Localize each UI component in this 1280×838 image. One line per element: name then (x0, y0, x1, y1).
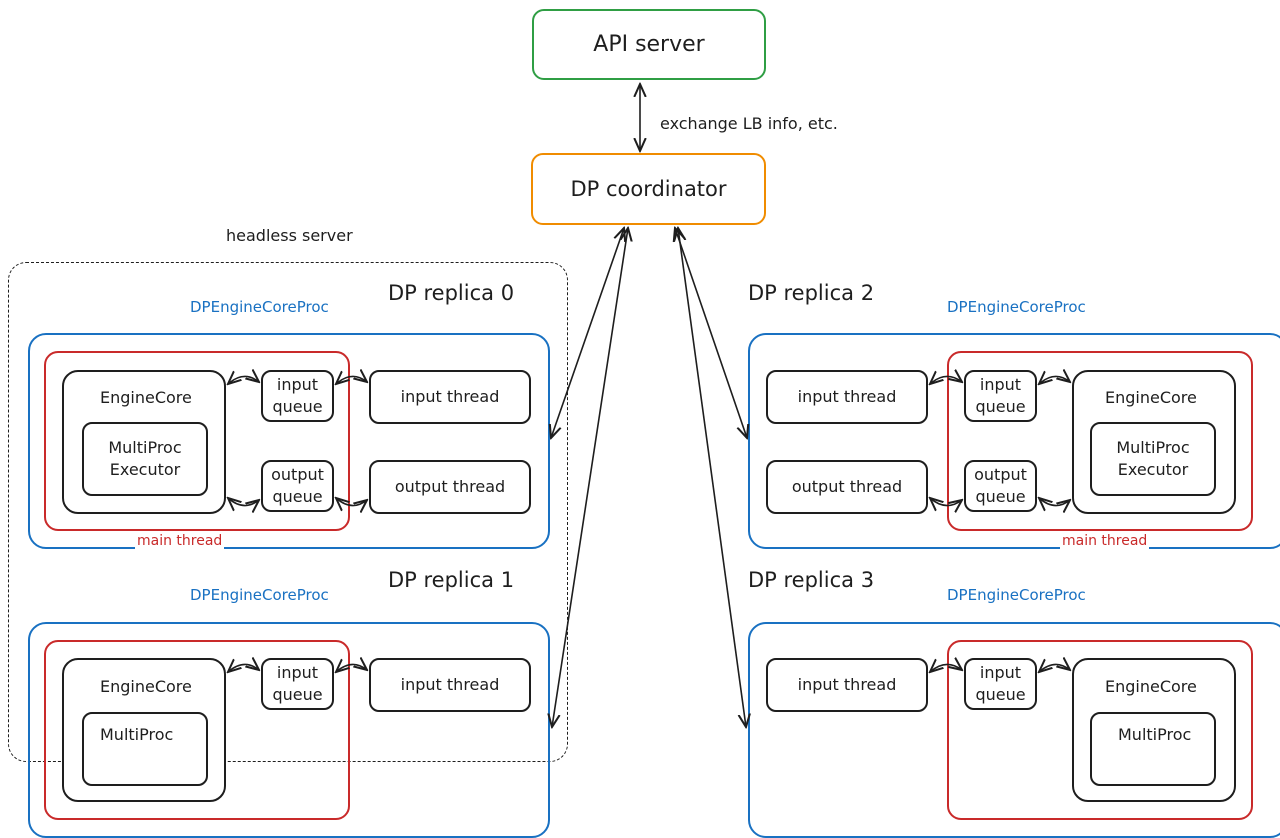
replica-0-proc-label: DPEngineCoreProc (190, 298, 329, 316)
replica-3-proc-label: DPEngineCoreProc (947, 586, 1086, 604)
replica-0-output-thread-label: output thread (394, 477, 506, 496)
replica-3-engine-core-label: EngineCore (1105, 677, 1197, 696)
replica-3-input-queue-l2: queue (975, 685, 1026, 704)
replica-1-input-queue: input queue (261, 658, 334, 710)
replica-0-title: DP replica 0 (388, 281, 515, 305)
dp-coordinator-node: DP coordinator (531, 153, 766, 225)
replica-0-input-thread: input thread (369, 370, 531, 424)
replica-2-main-thread-box (947, 351, 1253, 531)
replica-0-output-queue: output queue (261, 460, 334, 512)
replica-1-proc-label: DPEngineCoreProc (190, 586, 329, 604)
replica-2-main-thread-label: main thread (1060, 533, 1150, 549)
replica-1-title: DP replica 1 (388, 568, 515, 592)
replica-0-executor-l1: MultiProc (108, 438, 182, 457)
replica-0-executor-l2: Executor (109, 460, 181, 479)
replica-1-input-queue-l2: queue (272, 685, 323, 704)
replica-3-input-thread: input thread (766, 658, 928, 712)
api-server-node: API server (532, 9, 766, 80)
coord-replica2-arrow (675, 228, 747, 438)
replica-2-output-thread-label: output thread (791, 477, 903, 496)
replica-2-executor-l2: Executor (1117, 460, 1189, 479)
dp-coordinator-label: DP coordinator (570, 177, 727, 201)
replica-2-proc-label: DPEngineCoreProc (947, 298, 1086, 316)
replica-2-input-queue: input queue (964, 370, 1037, 422)
replica-2-input-queue-l2: queue (975, 397, 1026, 416)
coord-replica3-arrow (678, 228, 746, 727)
headless-server-label: headless server (226, 226, 353, 245)
replica-2-input-thread: input thread (766, 370, 928, 424)
replica-0-main-thread-label: main thread (135, 533, 225, 549)
replica-2-title: DP replica 2 (748, 281, 875, 305)
replica-2-output-queue-l2: queue (975, 487, 1026, 506)
replica-1-input-thread: input thread (369, 658, 531, 712)
replica-2-input-queue-l1: input (979, 375, 1022, 394)
replica-3-input-queue-l1: input (979, 663, 1022, 682)
replica-0-output-queue-l1: output (271, 465, 324, 484)
replica-0-input-queue: input queue (261, 370, 334, 422)
replica-3-input-queue: input queue (964, 658, 1037, 710)
api-server-label: API server (593, 32, 705, 57)
replica-3-input-thread-label: input thread (797, 675, 897, 694)
replica-0-executor: MultiProc Executor (82, 422, 208, 496)
replica-0-output-queue-l2: queue (272, 487, 323, 506)
replica-1-input-thread-label: input thread (400, 675, 500, 694)
replica-3-executor: MultiProc (1090, 712, 1216, 786)
replica-0-output-thread: output thread (369, 460, 531, 514)
replica-2-executor-l1: MultiProc (1116, 438, 1190, 457)
replica-2-executor: MultiProc Executor (1090, 422, 1216, 496)
replica-2-input-thread-label: input thread (797, 387, 897, 406)
replica-2-output-thread: output thread (766, 460, 928, 514)
replica-2-output-queue-l1: output (974, 465, 1027, 484)
replica-0-input-queue-l2: queue (272, 397, 323, 416)
replica-3-title: DP replica 3 (748, 568, 875, 592)
replica-1-engine-core-label: EngineCore (100, 677, 192, 696)
replica-1-executor: MultiProc (82, 712, 208, 786)
replica-0-input-thread-label: input thread (400, 387, 500, 406)
replica-0-input-queue-l1: input (276, 375, 319, 394)
exchange-label: exchange LB info, etc. (660, 114, 838, 133)
replica-0-main-thread-box (44, 351, 350, 531)
replica-2-output-queue: output queue (964, 460, 1037, 512)
replica-1-input-queue-l1: input (276, 663, 319, 682)
replica-2-engine-core-label: EngineCore (1105, 388, 1197, 407)
replica-0-engine-core-label: EngineCore (100, 388, 192, 407)
